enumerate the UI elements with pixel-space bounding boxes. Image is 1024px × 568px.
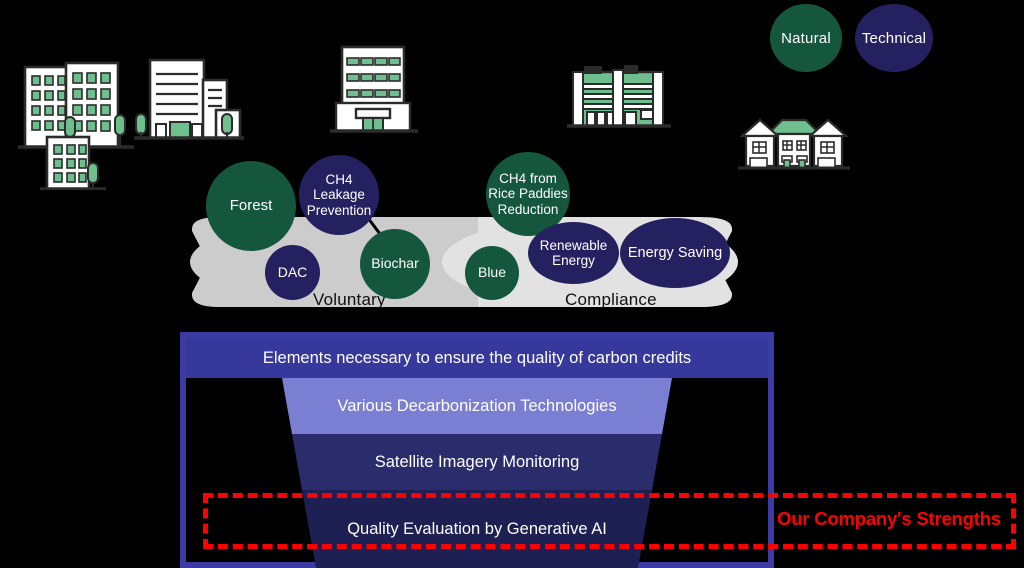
label-line: Leakage [313, 187, 365, 203]
pyramid-layer-top-label: Various Decarbonization Technologies [337, 396, 617, 415]
label-line: CH4 [325, 172, 353, 188]
bubble-dac[interactable]: DAC [265, 245, 320, 300]
pyramid-layer-middle-label: Satellite Imagery Monitoring [374, 452, 580, 471]
bubble-ch4-rice-paddies[interactable]: CH4 from Rice Paddies Reduction [486, 152, 570, 236]
suburban-houses-illustration [738, 118, 850, 170]
mid-rise-building-illustration [330, 45, 418, 133]
panel-header-text: Elements necessary to ensure the quality… [262, 348, 692, 367]
label-line: Rice Paddies [488, 186, 568, 202]
bubble-biochar[interactable]: Biochar [360, 229, 430, 299]
label-line: Energy [552, 253, 595, 268]
strengths-label: Our Company's Strengths [777, 508, 1001, 529]
bubble-blue[interactable]: Blue [465, 246, 519, 300]
bubble-energy-saving-label: Energy Saving [627, 244, 723, 261]
pyramid-layer-top-row[interactable]: Various Decarbonization Technologies [186, 378, 768, 434]
bubble-energy-saving[interactable]: Energy Saving [620, 218, 730, 288]
pyramid-layer-middle [292, 434, 662, 490]
bubble-forest-label: Forest [229, 196, 273, 214]
pyramid-layer-bottom-row[interactable]: Quality Evaluation by Generative AI [186, 490, 768, 568]
bubble-ch4-leakage-prevention[interactable]: CH4 Leakage Prevention [299, 155, 379, 235]
bubble-ch4-rice-paddies-label: CH4 from Rice Paddies Reduction [488, 171, 568, 216]
bubble-renewable-energy[interactable]: Renewable Energy [528, 222, 619, 284]
label-line: Renewable [539, 237, 608, 253]
label-line: Prevention [306, 202, 372, 218]
band-label-compliance: Compliance [565, 290, 657, 309]
bubble-ch4-leakage-prevention-label: CH4 Leakage Prevention [307, 172, 372, 217]
bubble-biochar-label: Biochar [371, 255, 419, 272]
legend-natural-label: Natural [781, 29, 831, 47]
legend-technical[interactable]: Technical [855, 4, 933, 72]
pyramid-layer-top [282, 378, 672, 434]
bubble-blue-label: Blue [477, 264, 507, 281]
bubble-forest[interactable]: Forest [206, 161, 296, 251]
apartment-buildings-illustration [18, 61, 134, 190]
legend-natural[interactable]: Natural [770, 4, 842, 72]
pyramid-diagram: Various Decarbonization Technologies Sat… [186, 378, 768, 568]
panel-header: Elements necessary to ensure the quality… [186, 338, 768, 378]
label-line: Reduction [497, 201, 559, 217]
pyramid-layer-bottom-label: Quality Evaluation by Generative AI [347, 519, 607, 538]
bubble-renewable-energy-label: Renewable Energy [540, 238, 608, 268]
office-buildings-illustration [134, 58, 244, 140]
legend-technical-label: Technical [861, 29, 927, 47]
pyramid-layer-middle-row[interactable]: Satellite Imagery Monitoring [186, 434, 768, 490]
retail-building-illustration [567, 65, 671, 128]
bubble-dac-label: DAC [277, 263, 308, 280]
label-line: CH4 from [499, 171, 557, 187]
quality-elements-panel: Elements necessary to ensure the quality… [180, 332, 774, 568]
band-label-voluntary: Voluntary [313, 290, 386, 309]
